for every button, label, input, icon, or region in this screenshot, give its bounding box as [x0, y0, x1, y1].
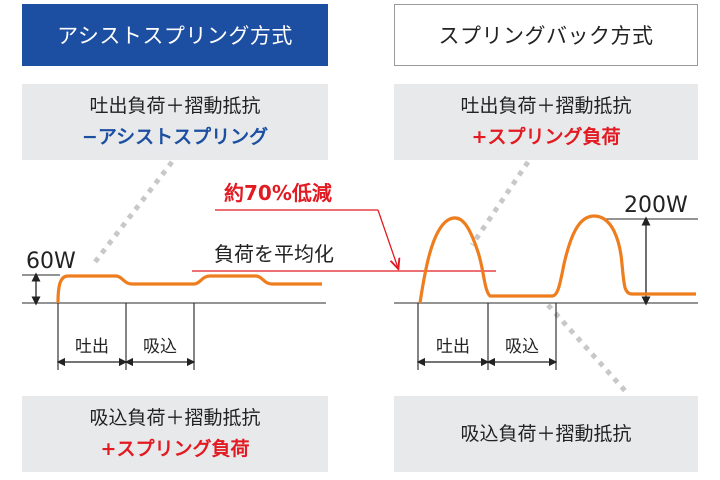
reduction-arrow [377, 209, 398, 268]
assist-power-label: 60W [26, 249, 76, 274]
springback-power-label: 200W [624, 193, 688, 218]
assist-spring-header: アシストスプリング方式 [22, 4, 328, 66]
springback-load-curve [418, 214, 696, 304]
springback-discharge-load-line1: 吐出負荷＋摺動抵抗 [460, 95, 632, 117]
assist-discharge-load-line1: 吐出負荷＋摺動抵抗 [89, 95, 261, 117]
assist-phase-suction: 吸込 [143, 337, 177, 357]
reduction-label: 約70%低減 [224, 181, 332, 205]
springback-discharge-load-line2: +スプリング負荷 [471, 126, 621, 148]
assist-discharge-load-line2: −アシストスプリング [81, 126, 269, 148]
springback-suction-load-line1: 吸込負荷＋摺動抵抗 [460, 422, 632, 445]
assist-suction-load-box: 吸込負荷＋摺動抵抗 +スプリング負荷 [22, 396, 328, 472]
springback-phase-discharge: 吐出 [436, 337, 470, 357]
averaging-label: 負荷を平均化 [214, 242, 334, 266]
assist-discharge-load-box: 吐出負荷＋摺動抵抗 −アシストスプリング [22, 84, 328, 160]
spring-back-header: スプリングバック方式 [394, 4, 698, 66]
assist-discharge-leader [93, 160, 174, 264]
assist-load-curve [56, 274, 322, 304]
assist-suction-load-line2: +スプリング負荷 [100, 438, 250, 460]
assist-phase-discharge: 吐出 [75, 337, 109, 357]
assist-suction-load-line1: 吸込負荷＋摺動抵抗 [89, 407, 261, 429]
springback-discharge-load-box: 吐出負荷＋摺動抵抗 +スプリング負荷 [394, 84, 698, 160]
springback-phase-suction: 吸込 [505, 337, 539, 357]
springback-discharge-leader [469, 160, 531, 247]
springback-suction-load-box: 吸込負荷＋摺動抵抗 [394, 396, 698, 472]
springback-suction-leader [546, 303, 630, 396]
